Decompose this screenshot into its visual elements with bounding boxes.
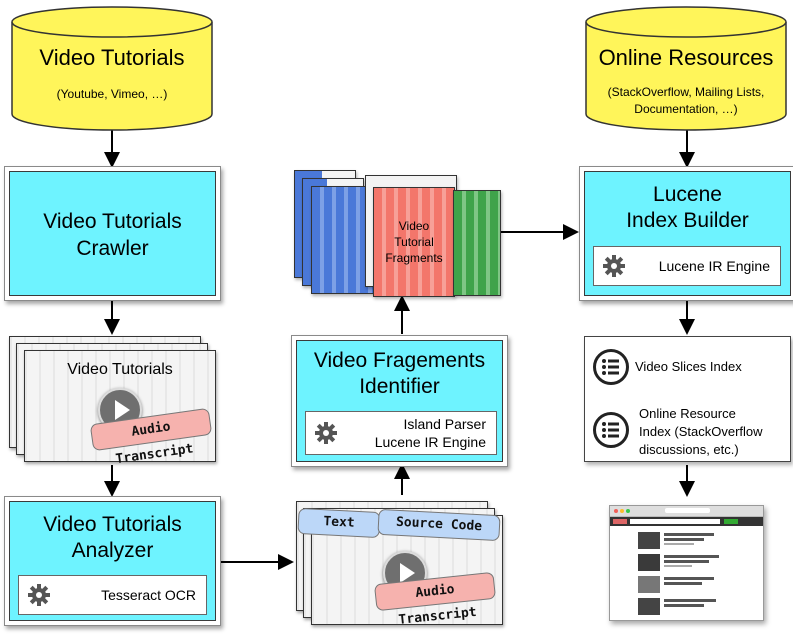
database-icon [11, 6, 213, 131]
index-builder-box: Lucene Index Builder Lucene IR Engine [584, 171, 791, 296]
index-builder-title-1: Lucene [653, 183, 722, 206]
online-resources-subtitle-1: (StackOverflow, Mailing Lists, [607, 85, 765, 99]
identifier-engine-box: Island Parser Lucene IR Engine [305, 411, 497, 455]
crawler-title-2: Crawler [76, 237, 149, 260]
crawler-title-1: Video Tutorials [43, 210, 182, 233]
play-icon [383, 551, 427, 595]
video-page: Video Tutorials Audio Transcript [24, 350, 216, 467]
browser-toolbar [610, 517, 763, 526]
identifier-title-2: Identifier [359, 375, 440, 398]
crawler-box: Video Tutorials Crawler [9, 171, 216, 296]
video-source-title: Video Tutorials [39, 45, 185, 70]
crawled-videos-label: Video Tutorials [67, 361, 173, 378]
analyzer-box: Video Tutorials Analyzer Tesseract OCR [9, 501, 216, 621]
list-icon [593, 412, 629, 448]
fragments-label-3: Fragments [385, 251, 443, 265]
tesseract-engine-label: Tesseract OCR [101, 587, 196, 603]
identifier-title-1: Video Fragements [313, 349, 486, 372]
red-fragment: Video Tutorial Fragments [373, 187, 455, 297]
text-tag: Text [297, 507, 381, 539]
analyzer-title-1: Video Tutorials [43, 513, 182, 536]
lucene-ir-engine-label: Lucene IR Engine [374, 434, 486, 450]
gear-icon [315, 422, 337, 444]
browser-titlebar [610, 506, 763, 517]
builder-engine-label: Lucene IR Engine [658, 258, 770, 274]
fragments-label-2: Tutorial [394, 235, 434, 249]
online-resources-title: Online Resources [598, 45, 774, 70]
online-resources-subtitle-2: Documentation, …) [634, 102, 738, 116]
resource-index-label-1: Online Resource [639, 406, 736, 421]
blue-fragment [311, 186, 375, 294]
index-box: Video Slices Index Online Resource Index… [584, 336, 791, 462]
video-tutorials-database: Video Tutorials (Youtube, Vimeo, …) [9, 4, 215, 134]
analyzer-title-2: Analyzer [71, 539, 154, 562]
gear-icon [28, 584, 50, 606]
video-source-subtitle: (Youtube, Vimeo, …) [56, 87, 168, 101]
video-slices-index-label: Video Slices Index [635, 359, 742, 374]
identifier-box: Video Fragements Identifier Island Parse… [296, 340, 503, 462]
green-fragment [453, 190, 501, 296]
gear-icon [603, 255, 625, 277]
index-builder-title-2: Index Builder [626, 209, 749, 232]
island-parser-label: Island Parser [403, 416, 486, 432]
browser-window-icon [609, 505, 764, 621]
builder-engine-box: Lucene IR Engine [593, 246, 781, 286]
resource-index-label-3: discussions, etc.) [639, 442, 739, 457]
database-icon [585, 6, 787, 131]
online-resources-database: Online Resources (StackOverflow, Mailing… [583, 4, 789, 134]
tesseract-engine-box: Tesseract OCR [18, 575, 207, 615]
fragments-label-1: Video [398, 219, 430, 233]
list-icon [593, 349, 629, 385]
resource-index-label-2: Index (StackOverflow [639, 424, 763, 439]
